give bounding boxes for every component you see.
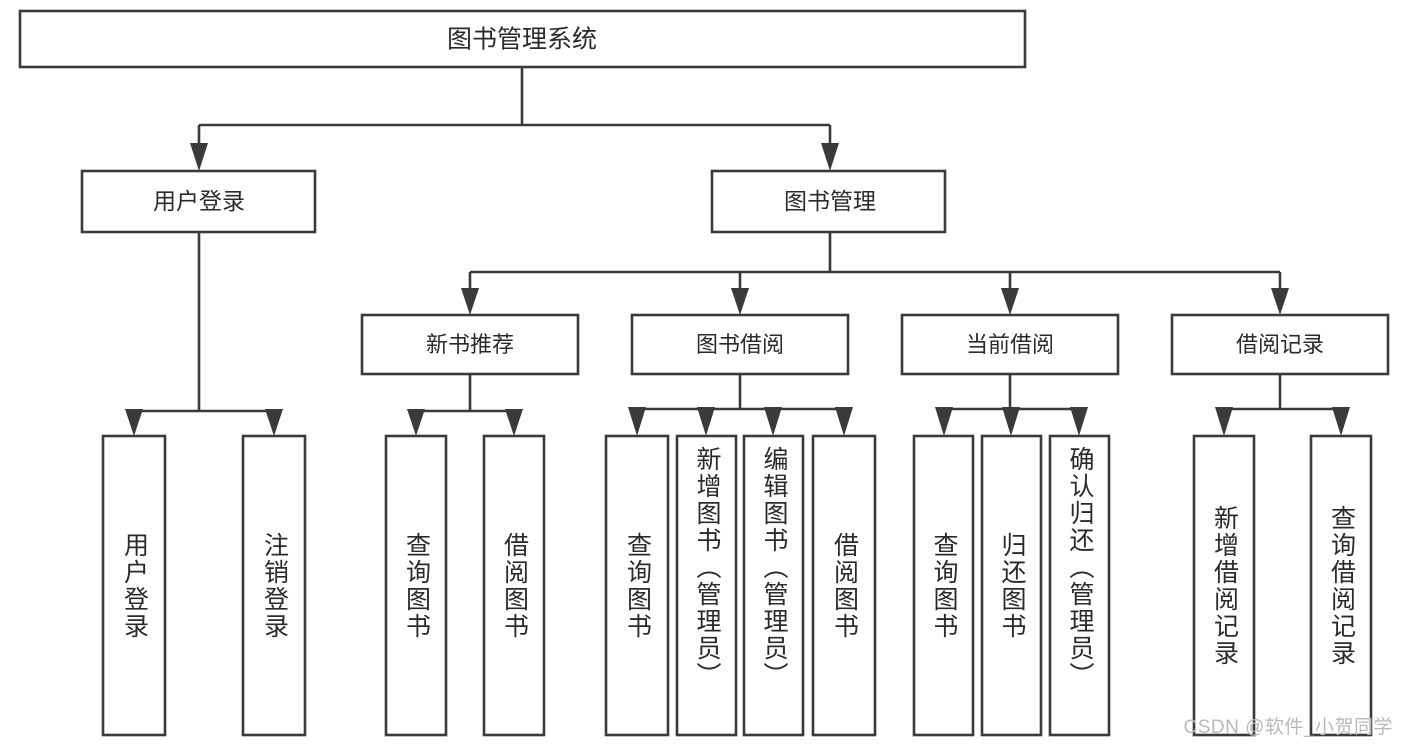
leaf-box-add-book[interactable] — [675, 434, 738, 737]
node-user-login-label: 用户登录 — [153, 188, 245, 214]
node-user-login[interactable]: 用户登录 — [80, 169, 317, 234]
arrow-head-icon — [461, 288, 479, 315]
leaf-box-add-borrow-record[interactable] — [1192, 434, 1256, 737]
arrow-head-icon — [1332, 407, 1350, 436]
node-current-borrow[interactable]: 当前借阅 — [900, 313, 1120, 376]
leaf-label-query-borrow-record: 查询借阅记录 — [1327, 504, 1356, 667]
leaf-label-logout: 注销登录 — [260, 531, 289, 640]
arrow-head-icon — [731, 288, 749, 315]
leaf-box-borrow-book-2[interactable] — [811, 434, 877, 737]
leaf-label-edit-book: 编辑图书（管理员） — [760, 446, 788, 689]
arrow-head-icon — [1070, 407, 1088, 436]
node-new-book-recommend-label: 新书推荐 — [426, 332, 514, 357]
leaf-box-query-book-3[interactable] — [912, 434, 975, 737]
arrow-head-icon — [1271, 288, 1289, 315]
leaf-box-borrow-book-1[interactable] — [482, 434, 546, 737]
leaf-label-query-book-3: 查询图书 — [930, 531, 958, 640]
leaf-box-query-book-2[interactable] — [604, 434, 670, 737]
leaf-node-boxes — [101, 434, 1373, 737]
connectors-borrow-record-to-leaves — [1215, 374, 1350, 436]
node-borrow-record-label: 借阅记录 — [1236, 332, 1324, 357]
node-book-management[interactable]: 图书管理 — [710, 169, 947, 234]
node-current-borrow-label: 当前借阅 — [966, 332, 1054, 357]
arrow-head-icon — [628, 407, 646, 436]
arrow-head-icon — [697, 407, 715, 436]
leaf-label-borrow-book-1: 借阅图书 — [500, 531, 529, 640]
arrow-head-icon — [821, 143, 839, 171]
leaf-box-user-login[interactable] — [101, 434, 167, 737]
connectors-level2-to-level3 — [461, 232, 1289, 315]
arrow-head-icon — [125, 409, 143, 436]
arrow-head-icon — [764, 407, 782, 436]
arrow-head-icon — [190, 143, 208, 171]
leaf-box-return-book[interactable] — [980, 434, 1043, 737]
arrow-head-icon — [1002, 407, 1020, 436]
leaf-box-query-borrow-record[interactable] — [1309, 434, 1373, 737]
node-book-management-label: 图书管理 — [784, 188, 876, 214]
node-borrow-record[interactable]: 借阅记录 — [1170, 313, 1390, 376]
arrow-head-icon — [265, 409, 283, 436]
leaf-label-borrow-book-2: 借阅图书 — [830, 531, 859, 640]
leaf-box-confirm-return[interactable] — [1048, 434, 1111, 737]
leaf-label-query-book-1: 查询图书 — [402, 531, 431, 640]
node-root-system[interactable]: 图书管理系统 — [18, 9, 1027, 69]
node-book-borrow-label: 图书借阅 — [696, 332, 784, 357]
leaf-box-edit-book[interactable] — [742, 434, 805, 737]
connectors-user-login-to-leaves — [125, 232, 283, 436]
csdn-watermark: CSDN @软件_小贺同学 — [1183, 717, 1393, 738]
leaf-label-return-book: 归还图书 — [998, 531, 1026, 640]
connectors-book-borrow-to-leaves — [628, 374, 853, 436]
leaf-label-query-book-2: 查询图书 — [623, 531, 652, 640]
leaf-label-add-borrow-record: 新增借阅记录 — [1210, 504, 1239, 667]
node-root-label: 图书管理系统 — [447, 26, 597, 54]
arrow-head-icon — [407, 409, 425, 436]
leaf-box-logout[interactable] — [241, 434, 307, 737]
leaf-label-confirm-return: 确认归还（管理员） — [1066, 446, 1094, 689]
node-new-book-recommend[interactable]: 新书推荐 — [360, 313, 580, 376]
arrow-head-icon — [505, 409, 523, 436]
connectors-root-to-level2 — [190, 67, 839, 171]
arrow-head-icon — [835, 407, 853, 436]
connectors-current-borrow-to-leaves — [935, 374, 1088, 436]
arrow-head-icon — [935, 407, 953, 436]
leaf-label-add-book: 新增图书（管理员） — [693, 446, 721, 689]
leaf-box-query-book-1[interactable] — [384, 434, 448, 737]
leaf-label-user-login: 用户登录 — [120, 531, 149, 640]
node-book-borrow[interactable]: 图书借阅 — [630, 313, 850, 376]
arrow-head-icon — [1215, 407, 1233, 436]
connectors-new-book-to-leaves — [407, 374, 523, 436]
arrow-head-icon — [1001, 288, 1019, 315]
